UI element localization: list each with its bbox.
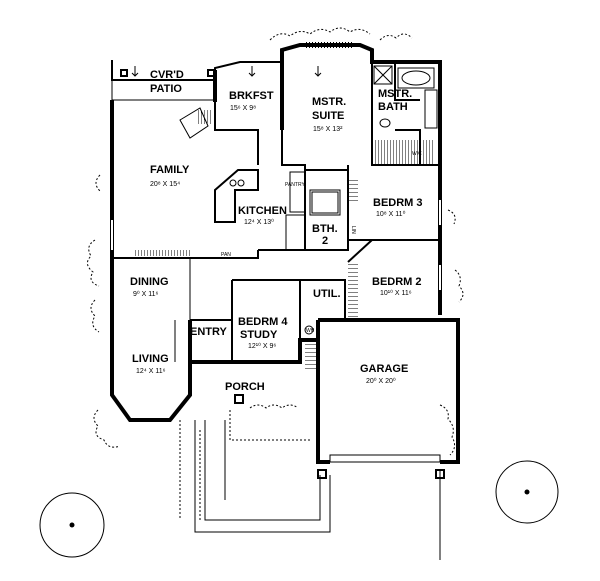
porch-label: PORCH — [225, 381, 265, 393]
living-label: LIVING — [132, 353, 169, 365]
closet-3 — [305, 340, 318, 370]
closet-rod — [375, 140, 435, 165]
interior-walls — [112, 62, 440, 362]
lin-label: LIN — [350, 226, 356, 234]
living-dims: 12⁴ X 11⁶ — [136, 368, 166, 375]
master-tub — [397, 67, 435, 89]
master-bath-label-1: MSTR. — [378, 88, 412, 100]
bedroom2-label: BEDRM 2 — [372, 276, 422, 288]
pantry — [289, 171, 306, 213]
wh-label: WH — [306, 328, 315, 334]
toilet — [379, 118, 391, 128]
garage-dims: 20⁰ X 20⁰ — [366, 377, 396, 385]
breakfast-label: BRKFST — [229, 90, 274, 102]
bedroom4-label-2: STUDY — [240, 329, 278, 341]
tree-left — [39, 492, 105, 558]
bath2-label-2: 2 — [322, 235, 328, 247]
bedroom3-label: BEDRM 3 — [373, 197, 423, 209]
bedroom4-label-1: BEDRM 4 — [238, 316, 288, 328]
bedroom2-dims: 10¹⁰ X 11⁶ — [380, 289, 412, 297]
family-label: FAMILY — [150, 164, 190, 176]
bedroom4-dims: 12¹⁰ X 9⁶ — [248, 342, 276, 350]
wic-label: WIC — [412, 151, 422, 157]
master-suite-dims: 15⁸ X 13² — [313, 126, 343, 133]
bedroom3-dims: 10⁸ X 11⁰ — [376, 210, 406, 218]
garage-door — [329, 454, 441, 463]
kitchen-label: KITCHEN — [238, 205, 287, 217]
exterior-walls — [110, 43, 460, 464]
landscaping — [39, 27, 559, 558]
water-heater — [304, 325, 314, 335]
closet — [348, 178, 358, 203]
master-suite-label-2: SUITE — [312, 110, 344, 122]
windows — [111, 42, 441, 290]
dining-label: DINING — [130, 276, 169, 288]
closet-2 — [348, 262, 358, 317]
family-dims: 20⁸ X 15⁴ — [150, 181, 180, 188]
room-labels: CVR'D PATIO BRKFST 15⁶ X 9⁸ MSTR. SUITE … — [130, 69, 423, 393]
pantry-label: PANTRY — [285, 182, 305, 188]
patio-label-2: PATIO — [150, 83, 182, 95]
entry-label: ENTRY — [190, 326, 228, 338]
fireplace — [179, 107, 209, 139]
breakfast-dims: 15⁶ X 9⁸ — [230, 105, 256, 112]
master-bath-label-2: BATH — [378, 101, 408, 113]
utility-label: UTIL. — [313, 288, 341, 300]
garage-label: GARAGE — [360, 363, 408, 375]
kitchen-dims: 12⁴ X 13⁰ — [244, 218, 274, 226]
walkway — [194, 420, 441, 560]
patio-label-1: CVR'D — [150, 69, 184, 81]
tree-right — [495, 460, 559, 524]
kitchen-island — [214, 169, 259, 223]
bath2-label-1: BTH. — [312, 223, 338, 235]
arrows — [131, 66, 322, 77]
pan-label: PAN — [221, 252, 231, 258]
bathtub — [309, 189, 341, 216]
fixtures — [120, 65, 445, 479]
dining-dims: 9⁰ X 11⁶ — [133, 290, 159, 298]
master-suite-label-1: MSTR. — [312, 96, 346, 108]
